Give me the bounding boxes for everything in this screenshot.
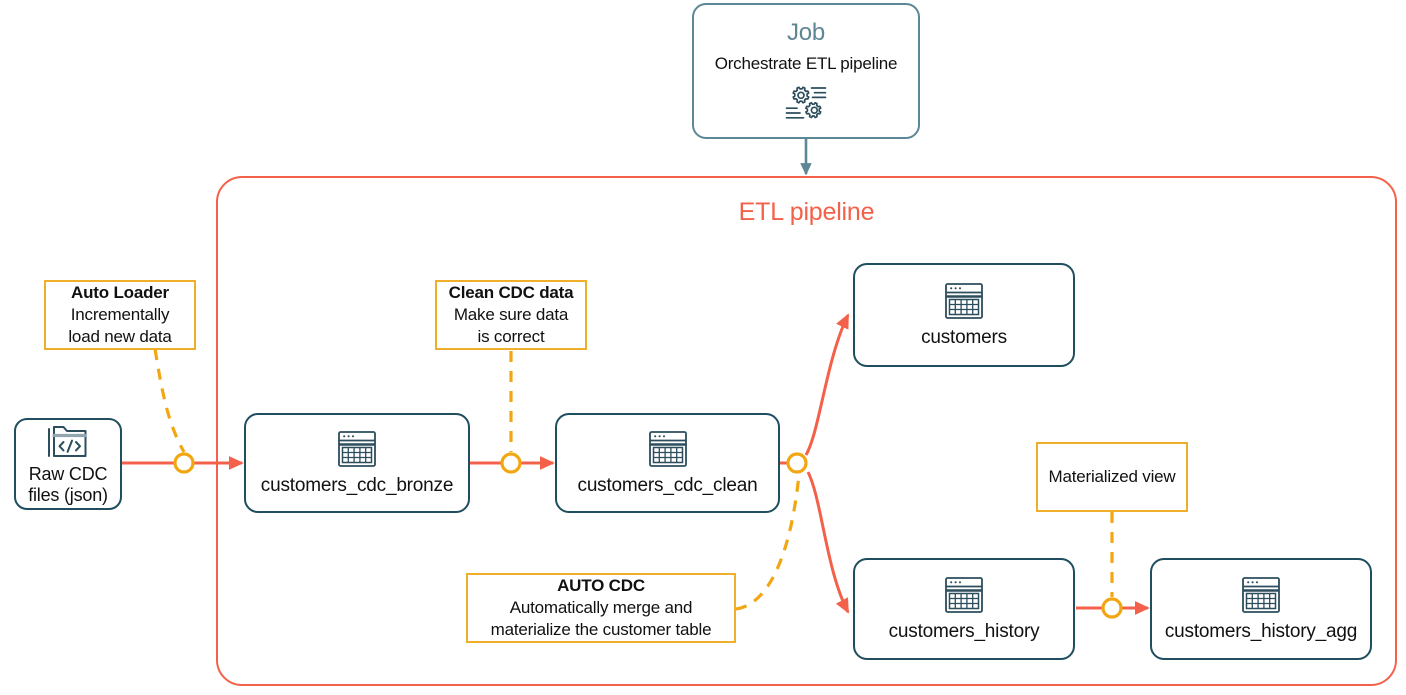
job-subtitle: Orchestrate ETL pipeline: [714, 54, 898, 73]
table-icon: [943, 281, 985, 321]
node-customers-history[interactable]: customers_history: [853, 558, 1075, 660]
job-title: Job: [786, 19, 826, 46]
job-card[interactable]: Job Orchestrate ETL pipeline: [692, 3, 920, 139]
annotation-line: is correct: [477, 327, 545, 346]
node-label-line1: Raw CDC: [28, 463, 108, 484]
gears-workflow-icon: [784, 83, 828, 123]
annotation-line: load new data: [68, 327, 172, 346]
annotation-line: Automatically merge and: [509, 598, 693, 617]
annotation-auto-loader: Auto Loader Incrementally load new data: [44, 280, 196, 350]
table-icon: [336, 429, 378, 469]
table-icon: [1240, 575, 1282, 615]
node-customers-cdc-clean[interactable]: customers_cdc_clean: [555, 413, 780, 513]
node-customers[interactable]: customers: [853, 263, 1075, 367]
node-label-line2: files (json): [28, 484, 108, 505]
node-label: customers_history_agg: [1164, 621, 1358, 642]
annotation-materialized-view: Materialized view: [1036, 442, 1188, 512]
annotation-line: Incrementally: [70, 305, 170, 324]
annotation-clean-cdc-data: Clean CDC data Make sure data is correct: [435, 280, 587, 350]
node-raw-cdc-files[interactable]: Raw CDC files (json): [14, 418, 122, 510]
leader-auto-loader: [153, 348, 186, 453]
node-label: customers_history: [888, 621, 1040, 642]
junction-node-auto-loader: [173, 452, 195, 474]
annotation-line: Make sure data: [453, 305, 569, 324]
annotation-line: Auto Loader: [71, 283, 169, 302]
etl-pipeline-container: [216, 176, 1397, 686]
table-icon: [647, 429, 689, 469]
annotation-auto-cdc: AUTO CDC Automatically merge and materia…: [466, 573, 736, 643]
node-customers-cdc-bronze[interactable]: customers_cdc_bronze: [244, 413, 470, 513]
folder-code-icon: [46, 423, 90, 461]
table-icon: [943, 575, 985, 615]
annotation-line: Materialized view: [1048, 467, 1176, 486]
annotation-line: Clean CDC data: [448, 283, 574, 302]
node-label: customers_cdc_clean: [577, 475, 758, 496]
node-label: customers: [921, 327, 1007, 348]
node-label: customers_cdc_bronze: [260, 475, 454, 496]
annotation-line: AUTO CDC: [557, 576, 645, 595]
annotation-line: materialize the customer table: [490, 620, 712, 639]
etl-pipeline-title: ETL pipeline: [738, 198, 875, 226]
node-customers-history-agg[interactable]: customers_history_agg: [1150, 558, 1372, 660]
